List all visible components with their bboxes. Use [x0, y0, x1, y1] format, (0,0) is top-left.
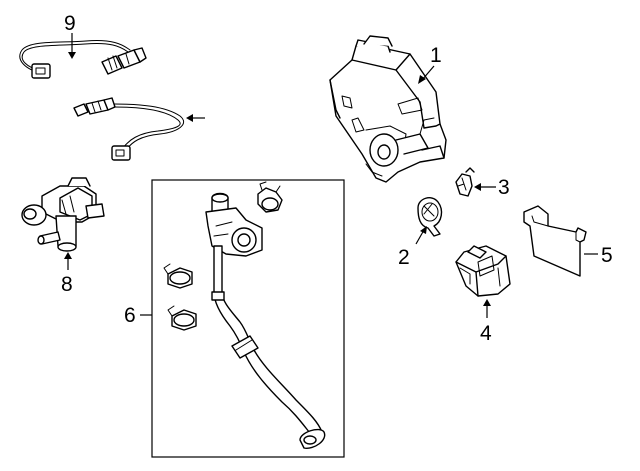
callout-number-7: 8	[61, 273, 73, 296]
callout-5: 5	[584, 244, 613, 267]
callout-number-5: 5	[601, 244, 613, 267]
callout-number-1: 1	[430, 44, 442, 67]
vapor-hose-group[interactable]	[163, 181, 326, 449]
hose-group-frame	[151, 179, 345, 458]
oxygen-sensor-upper[interactable]	[19, 40, 147, 79]
callout-4: 4	[480, 299, 492, 345]
callout-7: 8	[61, 252, 73, 296]
callout-2: 2	[398, 226, 427, 269]
callout-9	[186, 114, 205, 122]
callout-3: 3	[474, 176, 510, 199]
purge-valve[interactable]	[21, 177, 105, 252]
shield-plate[interactable]	[523, 205, 587, 277]
callout-number-6: 6	[124, 304, 136, 327]
callout-number-8: 9	[64, 12, 76, 35]
callout-number-4: 4	[480, 322, 492, 345]
small-clip[interactable]	[455, 167, 475, 197]
callout-6: 6	[124, 304, 152, 327]
callout-1: 1	[418, 44, 442, 84]
callout-number-2: 2	[398, 246, 410, 269]
canister[interactable]	[329, 35, 447, 183]
callout-8: 9	[64, 12, 76, 59]
oxygen-sensor-lower[interactable]	[73, 97, 185, 161]
callout-number-3: 3	[498, 176, 510, 199]
bracket-clip[interactable]	[417, 197, 443, 237]
filter-assembly[interactable]	[455, 245, 511, 297]
